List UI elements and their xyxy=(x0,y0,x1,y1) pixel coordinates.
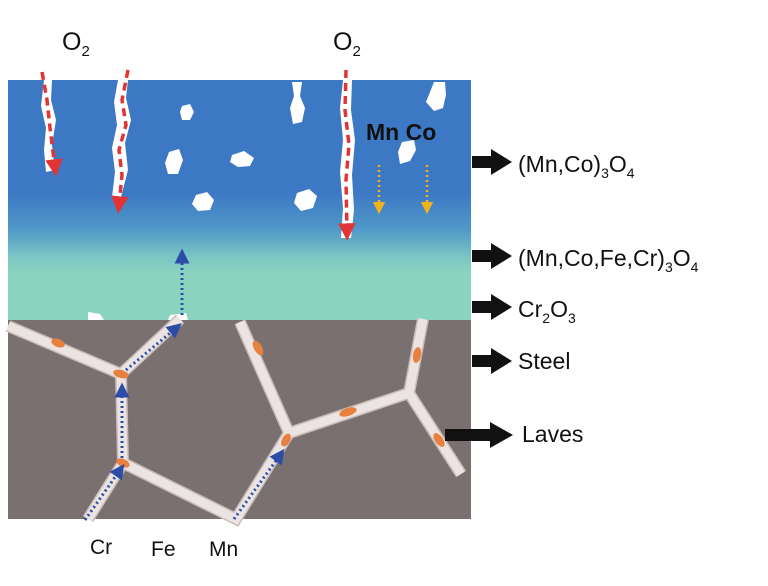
oxygen-path xyxy=(111,69,130,214)
layer-labels: (Mn,Co)3O4 (Mn,Co,Fe,Cr)3O4Cr2O3SteelLave… xyxy=(518,151,699,447)
oxygen-label-left: O2 xyxy=(62,28,90,60)
oxygen-label-right: O2 xyxy=(333,28,361,60)
pointer-arrow xyxy=(445,422,513,448)
laves-particle xyxy=(252,340,264,356)
label-cr2o3: Cr2O3 xyxy=(518,296,576,326)
element-label-fe: Fe xyxy=(151,538,176,561)
pore xyxy=(180,104,194,120)
oxide-layers xyxy=(8,80,471,320)
laves-particles xyxy=(51,338,445,468)
label-mnco-spinel: (Mn,Co)3O4 xyxy=(518,151,635,181)
laves-particle xyxy=(412,347,422,363)
pore xyxy=(294,189,317,211)
cation-arrow xyxy=(125,323,182,372)
laves-particle xyxy=(433,433,445,447)
laves-particle xyxy=(51,338,65,348)
mnco-label: Mn Co xyxy=(366,119,436,145)
label-mncofecr-spinel: (Mn,Co,Fe,Cr)3O4 xyxy=(518,245,699,275)
pore xyxy=(340,80,355,238)
cation-diffusion-arrows xyxy=(83,248,285,521)
laves-particle xyxy=(281,433,291,447)
oxygen-path xyxy=(40,71,63,177)
coating-pores xyxy=(41,80,446,320)
pore xyxy=(290,82,305,124)
pore xyxy=(398,140,416,164)
pore xyxy=(88,312,104,320)
oxygen-path xyxy=(338,69,356,241)
oxygen-paths xyxy=(40,69,356,241)
layer-pointer-arrows xyxy=(445,149,513,448)
pointer-arrow xyxy=(472,149,512,175)
laves-particle xyxy=(339,407,357,417)
laves-particle xyxy=(113,369,129,379)
mnco-diffusion-arrows xyxy=(372,165,434,215)
pointer-arrow xyxy=(472,243,512,269)
pore xyxy=(192,192,214,211)
pore xyxy=(165,149,183,174)
pointer-arrow xyxy=(472,294,512,320)
element-label-mn: Mn xyxy=(209,538,238,561)
element-label-cr: Cr xyxy=(90,536,112,559)
pointer-arrow xyxy=(472,348,512,374)
pore xyxy=(426,82,446,111)
label-laves: Laves xyxy=(522,421,583,447)
label-steel: Steel xyxy=(518,348,570,374)
cation-arrow xyxy=(232,448,285,520)
cation-arrow xyxy=(83,463,125,521)
pore xyxy=(230,151,254,167)
